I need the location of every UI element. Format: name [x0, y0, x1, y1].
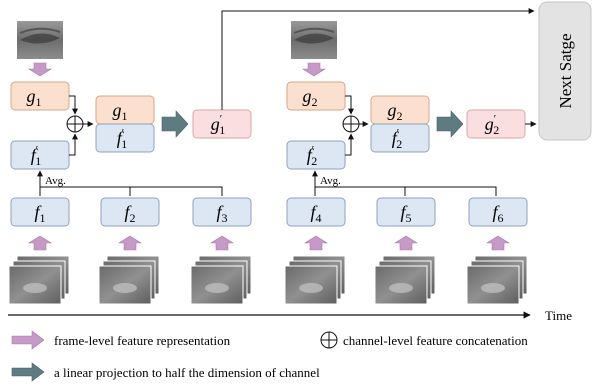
frame-feature-box-3: [192, 197, 252, 227]
frame-feature-box-4: [286, 197, 346, 227]
frame-arrow-3: [209, 235, 235, 251]
frame-feature-label-1: f1: [34, 202, 45, 225]
frame-arrow-2: [117, 235, 143, 251]
concat-circle-1: [66, 115, 84, 133]
g2-proj-label: g′2: [485, 113, 499, 137]
eye-image-2: [291, 21, 337, 59]
connector-f2avg: [345, 133, 354, 156]
connector-f1avg: [69, 133, 78, 156]
concat2-f-box: [370, 123, 430, 153]
thermal-frame-stack-1: [8, 255, 70, 305]
f1-avg-label: f′1: [31, 144, 41, 168]
frame-arrow-4: [303, 235, 329, 251]
thermal-frame-stack-6: [466, 255, 528, 305]
thermal-frame-stack-5: [374, 255, 436, 305]
concat-circle-2: [342, 115, 360, 133]
legend-concat-text: channel-level feature concatenation: [343, 333, 528, 348]
concat1-f-label: f′1: [117, 127, 127, 151]
connector-g1: [69, 95, 78, 115]
next-stage-label: Next Satge: [556, 33, 575, 108]
thermal-frame-stack-3: [190, 255, 252, 305]
legend-projection-text: a linear projection to half the dimensio…: [54, 365, 320, 380]
g1-proj-label: g′1: [211, 113, 225, 137]
f2-avg-label: f′2: [307, 144, 317, 168]
frame-feature-box-5: [376, 197, 436, 227]
next-stage-box: [538, 1, 592, 141]
frame-feature-box-6: [468, 197, 528, 227]
g2-label: g2: [303, 86, 318, 109]
frame-feature-box-2: [100, 197, 160, 227]
time-label: Time: [545, 308, 572, 323]
concat1-f-box: [95, 123, 155, 153]
frame-feature-label-6: f6: [492, 202, 503, 225]
legend-concat-icon: [320, 331, 338, 349]
thermal-frame-stack-2: [98, 255, 160, 305]
frame-feature-label-4: f4: [310, 202, 321, 225]
frame-feature-label-2: f2: [124, 202, 135, 225]
connector-g2: [345, 95, 354, 115]
legend-teal-arrow-icon: [11, 362, 45, 382]
concat2-f-label: f′2: [392, 127, 402, 151]
g1-label: g1: [27, 86, 42, 109]
frame-arrow-5: [393, 235, 419, 251]
avg-label-2: Avg.: [320, 175, 341, 187]
eye-image-1: [17, 21, 63, 59]
connector-to-next-stage: [221, 8, 535, 110]
avg-label-1: Avg.: [45, 175, 66, 187]
concat1-g-label: g1: [113, 100, 128, 123]
frame-feature-box-1: [10, 197, 70, 227]
frame-feature-label-3: f3: [216, 202, 227, 225]
thermal-frame-stack-4: [284, 255, 346, 305]
avg-bracket-1: [39, 186, 223, 196]
projection-arrow-2: [436, 110, 464, 138]
concat2-g-label: g2: [388, 100, 403, 123]
legend-frame-level-text: frame-level feature representation: [54, 333, 231, 348]
purple-arrow-eye-1: [27, 62, 53, 77]
purple-arrow-eye-2: [301, 62, 327, 77]
frame-feature-label-5: f5: [400, 202, 411, 225]
frame-arrow-6: [485, 235, 511, 251]
projection-arrow-1: [161, 110, 189, 138]
frame-arrow-1: [27, 235, 53, 251]
legend-purple-arrow-icon: [11, 330, 45, 350]
